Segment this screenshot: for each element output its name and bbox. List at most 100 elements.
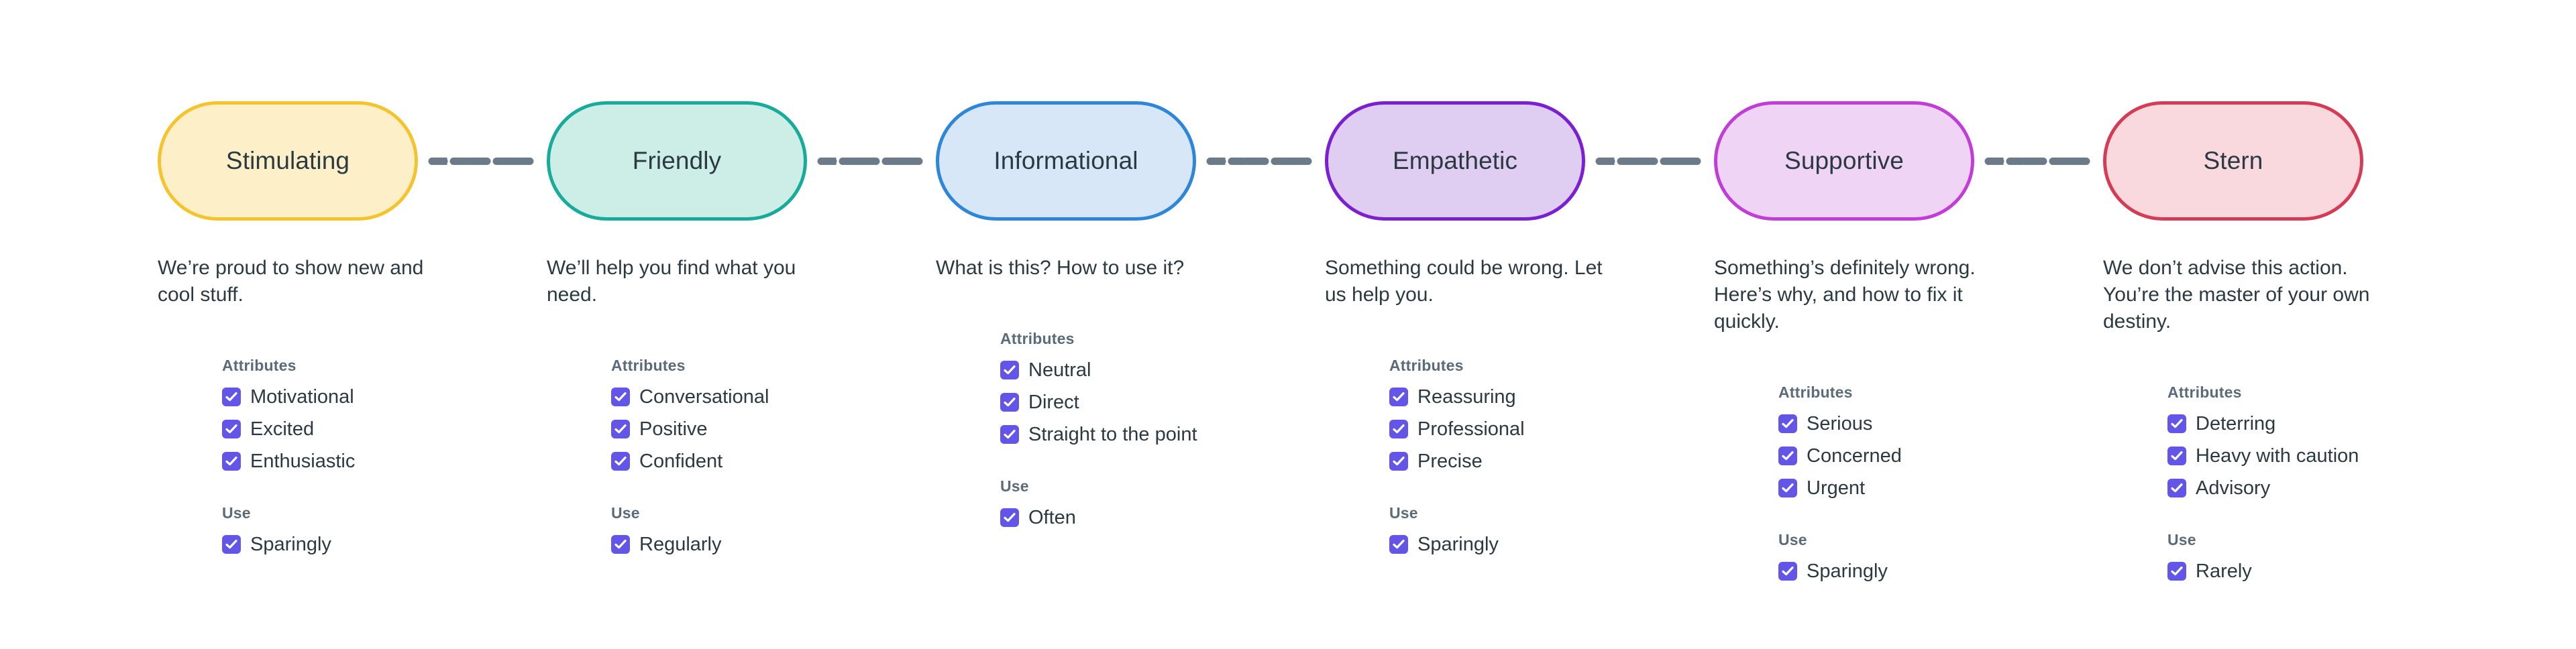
checkbox-label: Motivational	[250, 386, 354, 408]
tone-pill-supportive[interactable]: Supportive	[1714, 101, 1974, 221]
checkbox-label: Often	[1028, 506, 1076, 528]
checkbox-row[interactable]: Sparingly	[1389, 528, 1714, 560]
checkbox-row[interactable]: Sparingly	[222, 528, 547, 560]
check-icon[interactable]	[2167, 479, 2186, 497]
check-icon[interactable]	[1389, 452, 1408, 471]
checkbox-row[interactable]: Neutral	[1000, 354, 1325, 386]
group-title-use: Use	[611, 504, 640, 522]
tone-blurb: Something’s definitely wrong. Here’s why…	[1714, 257, 1976, 333]
checkbox-label: Excited	[250, 418, 315, 440]
tone-pill-stimulating[interactable]: Stimulating	[158, 101, 418, 221]
tone-blurb: Something could be wrong. Let us help yo…	[1325, 257, 1603, 306]
check-icon[interactable]	[1389, 388, 1408, 406]
checkbox-label: Professional	[1417, 418, 1525, 440]
check-icon[interactable]	[611, 420, 630, 438]
tone-pill-friendly[interactable]: Friendly	[547, 101, 807, 221]
checkbox-label: Sparingly	[1417, 533, 1499, 555]
check-icon[interactable]	[2167, 562, 2186, 581]
check-icon[interactable]	[222, 452, 241, 471]
group-title-use: Use	[222, 504, 251, 522]
check-icon[interactable]	[1778, 414, 1797, 433]
checkbox-row[interactable]: Confident	[611, 445, 936, 477]
checkbox-row[interactable]: Often	[1000, 501, 1325, 534]
checkbox-row[interactable]: Professional	[1389, 413, 1714, 445]
checkbox-row[interactable]: Urgent	[1778, 472, 2103, 504]
checkbox-row[interactable]: Reassuring	[1389, 381, 1714, 413]
tone-pill-label: Empathetic	[1392, 147, 1518, 174]
tone-pill-empathetic[interactable]: Empathetic	[1325, 101, 1585, 221]
tone-pill-label: Supportive	[1784, 147, 1904, 174]
checkbox-row[interactable]: Conversational	[611, 381, 936, 413]
check-icon[interactable]	[1778, 447, 1797, 465]
checkbox-label: Deterring	[2196, 412, 2276, 434]
checkbox-row[interactable]: Direct	[1000, 386, 1325, 418]
checkbox-label: Heavy with caution	[2196, 445, 2359, 467]
connector-dashed-line	[428, 157, 537, 165]
checkbox-row[interactable]: Concerned	[1778, 440, 2103, 472]
tone-blurb: We’ll help you find what you need.	[547, 257, 796, 306]
checkbox-label: Concerned	[1807, 445, 1902, 467]
group-title-use: Use	[1389, 504, 1418, 522]
tone-column-friendly: We’ll help you find what you need. Attrib…	[547, 255, 936, 587]
tone-pill-label: Informational	[994, 147, 1138, 174]
checkbox-row[interactable]: Motivational	[222, 381, 547, 413]
check-icon[interactable]	[2167, 414, 2186, 433]
checkbox-row[interactable]: Positive	[611, 413, 936, 445]
checkbox-label: Confident	[639, 450, 723, 472]
check-icon[interactable]	[1778, 479, 1797, 497]
checkbox-row[interactable]: Regularly	[611, 528, 936, 560]
check-icon[interactable]	[222, 388, 241, 406]
check-icon[interactable]	[611, 535, 630, 554]
check-icon[interactable]	[1000, 393, 1019, 412]
tone-pill-label: Stimulating	[225, 147, 350, 174]
tone-blurb: What is this? How to use it?	[936, 257, 1185, 279]
check-icon[interactable]	[1000, 425, 1019, 444]
group-title-attributes: Attributes	[1778, 384, 1853, 401]
check-icon[interactable]	[222, 535, 241, 554]
tone-column-stern: We don’t advise this action. You’re the …	[2103, 255, 2492, 587]
checkbox-row[interactable]: Precise	[1389, 445, 1714, 477]
check-icon[interactable]	[611, 452, 630, 471]
tone-pill-stern[interactable]: Stern	[2103, 101, 2363, 221]
checkbox-row[interactable]: Excited	[222, 413, 547, 445]
connector-dashed-line	[817, 157, 926, 165]
tone-pill-informational[interactable]: Informational	[936, 101, 1196, 221]
checkbox-row[interactable]: Heavy with caution	[2167, 440, 2492, 472]
check-icon[interactable]	[1000, 508, 1019, 527]
checkbox-row[interactable]: Deterring	[2167, 408, 2492, 440]
check-icon[interactable]	[611, 388, 630, 406]
check-icon[interactable]	[222, 420, 241, 438]
checkbox-row[interactable]: Straight to the point	[1000, 418, 1325, 451]
check-icon[interactable]	[1778, 562, 1797, 581]
checkbox-label: Neutral	[1028, 359, 1091, 381]
checkbox-row[interactable]: Rarely	[2167, 555, 2492, 587]
tone-blurb: We’re proud to show new and cool stuff.	[158, 257, 424, 306]
checkbox-row[interactable]: Sparingly	[1778, 555, 2103, 587]
group-title-attributes: Attributes	[1389, 357, 1464, 374]
tone-detail-columns: We’re proud to show new and cool stuff. A…	[0, 255, 2576, 587]
checkbox-row[interactable]: Advisory	[2167, 472, 2492, 504]
checkbox-label: Sparingly	[250, 533, 331, 555]
check-icon[interactable]	[1389, 420, 1408, 438]
checkbox-label: Straight to the point	[1028, 423, 1197, 445]
check-icon[interactable]	[2167, 447, 2186, 465]
check-icon[interactable]	[1000, 361, 1019, 379]
checkbox-row[interactable]: Enthusiastic	[222, 445, 547, 477]
check-icon[interactable]	[1389, 535, 1408, 554]
checkbox-label: Urgent	[1807, 477, 1866, 499]
tone-column-empathetic: Something could be wrong. Let us help yo…	[1325, 255, 1714, 587]
tone-column-stimulating: We’re proud to show new and cool stuff.A…	[158, 255, 547, 587]
checkbox-label: Regularly	[639, 533, 722, 555]
checkbox-row[interactable]: Serious	[1778, 408, 2103, 440]
